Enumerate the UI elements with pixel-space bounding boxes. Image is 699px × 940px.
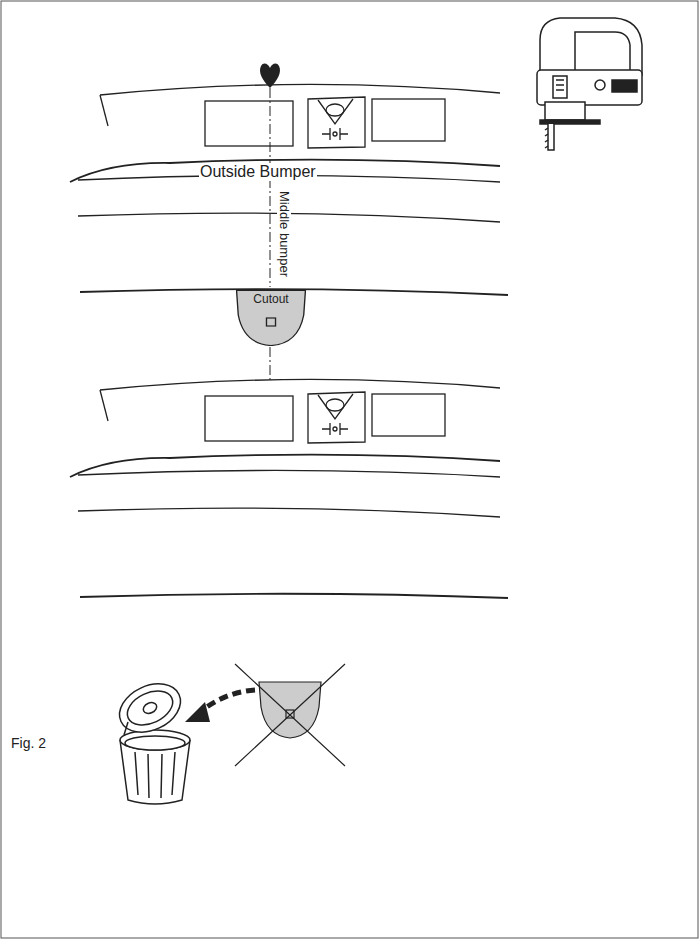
jigsaw-icon (537, 18, 642, 150)
part-label: Middle bumper (277, 190, 291, 278)
figure-caption: Fig. 2 (10, 736, 47, 751)
cutout-shape: Cutout (236, 290, 306, 346)
trash-can (112, 675, 190, 804)
cutout-label: Cutout (236, 290, 306, 306)
part-label: Outside Bumper (199, 163, 317, 181)
